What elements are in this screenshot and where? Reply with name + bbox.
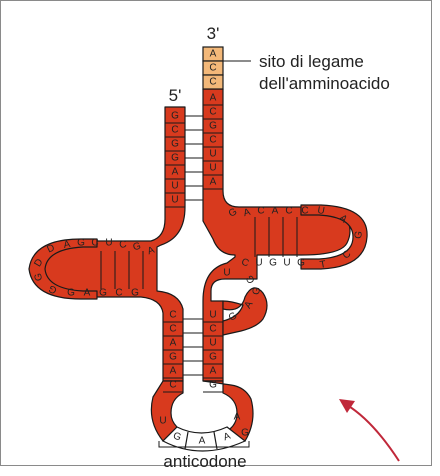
- nucleotide-acceptor-5prime: U: [171, 181, 178, 192]
- nucleotide-variable-loop: U: [223, 268, 230, 279]
- acceptor-stem-3prime: [203, 89, 350, 381]
- nucleotide-t-arm-bottom: U: [255, 258, 262, 269]
- nucleotide-variable-loop: G: [251, 286, 263, 296]
- nucleotide-anticodon-loop: U: [159, 416, 166, 427]
- nucleotide-anticodon-stem-right: A: [210, 366, 217, 377]
- label-5prime: 5': [169, 86, 182, 105]
- curved-arrow-head: [339, 399, 355, 413]
- nucleotide-d-arm-bottom: C: [115, 288, 122, 299]
- nucleotide-d-arm-bottom: A: [84, 288, 91, 299]
- nucleotide-t-arm-bottom: G: [269, 258, 277, 269]
- curved-arrow: [347, 405, 399, 461]
- nucleotide-acceptor-5prime: A: [172, 167, 179, 178]
- nucleotide-tail: A: [210, 49, 217, 60]
- nucleotide-acceptor-5prime: C: [171, 125, 178, 136]
- nucleotide-d-arm-top: U: [105, 238, 112, 249]
- nucleotide-d-arm-top: C: [91, 238, 98, 249]
- nucleotide-acceptor-3prime: C: [209, 135, 216, 146]
- nucleotide-t-arm-top: A: [272, 206, 279, 217]
- nucleotide-d-arm-top: G: [77, 238, 85, 249]
- nucleotide-t-arm-bottom: U: [283, 258, 290, 269]
- nucleotide-anticodon-loop: G: [241, 428, 249, 439]
- nucleotide-acceptor-5prime: U: [171, 195, 178, 206]
- nucleotide-anticodon-stem-left: C: [169, 310, 176, 321]
- nucleotide-acceptor-5prime: G: [171, 139, 179, 150]
- nucleotide-acceptor-3prime: A: [210, 177, 217, 188]
- nucleotide-anticodon-stem-left: A: [170, 366, 177, 377]
- nucleotide-anticodon-stem-right: C: [209, 324, 216, 335]
- nucleotide-t-arm-top: C: [285, 206, 292, 217]
- nucleotide-anticodon-stem-right: G: [209, 380, 217, 391]
- nucleotide-t-arm-top: C: [257, 206, 264, 217]
- nucleotide-acceptor-5prime: G: [171, 111, 179, 122]
- nucleotide-anticodon-stem-right: G: [209, 352, 217, 363]
- nucleotide-anticodon-stem-left: C: [169, 324, 176, 335]
- nucleotide-d-arm-bottom: G: [131, 288, 139, 299]
- nucleotide-acceptor-5prime: G: [171, 153, 179, 164]
- nucleotide-t-arm-top: C: [301, 206, 308, 217]
- binding-site-label-line2: dell'amminoacido: [259, 74, 390, 93]
- nucleotide-acceptor-3prime: U: [209, 163, 216, 174]
- nucleotide-tail: C: [209, 63, 216, 74]
- nucleotide-anticodon-stem-right: U: [209, 310, 216, 321]
- nucleotide-tail: C: [209, 77, 216, 88]
- nucleotide-d-arm-bottom: G: [99, 288, 107, 299]
- nucleotide-anticodon-stem-left: G: [169, 352, 177, 363]
- nucleotide-anticodon-base: A: [199, 436, 206, 447]
- nucleotide-d-arm-bottom: G: [67, 288, 75, 299]
- nucleotide-acceptor-3prime: A: [210, 93, 217, 104]
- nucleotide-anticodon-stem-left: A: [170, 338, 177, 349]
- nucleotide-anticodon-stem-right: U: [209, 338, 216, 349]
- nucleotide-t-arm-bottom: G: [297, 258, 305, 269]
- nucleotide-acceptor-3prime: G: [209, 121, 217, 132]
- nucleotide-anticodon-stem-left: C: [169, 380, 176, 391]
- anticodon-label: anticodone: [163, 452, 246, 467]
- nucleotide-acceptor-3prime: C: [209, 107, 216, 118]
- trna-backbone: [29, 89, 367, 441]
- label-3prime: 3': [207, 24, 220, 43]
- nucleotide-anticodon-loop: A: [234, 412, 241, 423]
- nucleotide-acceptor-3prime: U: [209, 149, 216, 160]
- binding-site-label-line1: sito di legame: [259, 52, 364, 71]
